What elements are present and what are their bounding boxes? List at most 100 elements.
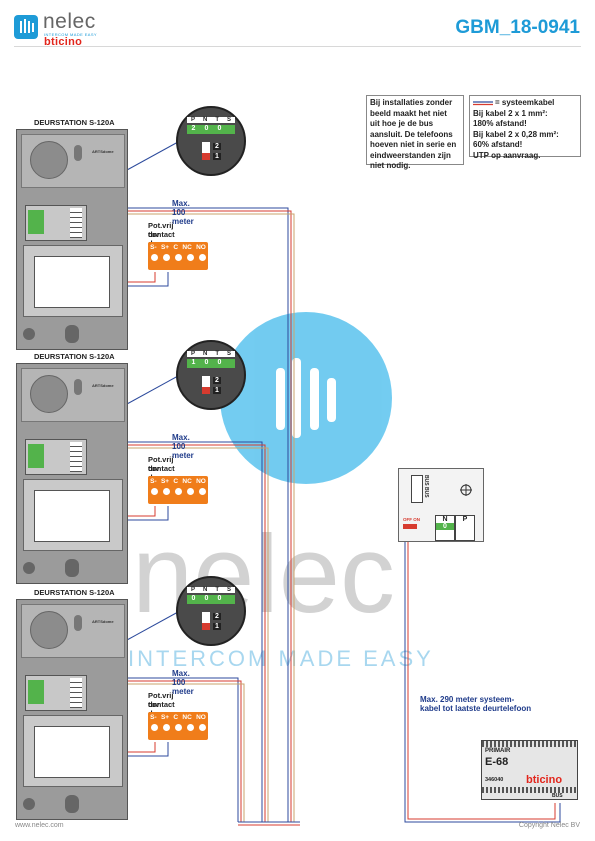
watermark-bars-icon <box>276 358 336 438</box>
cable-legend-title: = systeemkabel <box>495 98 555 107</box>
installation-note-line: beeld maakt het niet <box>370 108 447 118</box>
switch-label: 2 <box>213 377 221 384</box>
contact-terminal-block: S- S+ C NC NO <box>148 712 208 740</box>
terminal-block <box>25 439 87 475</box>
speaker-area: ARTSdome <box>21 134 125 188</box>
installation-note-line: uit hoe je de bus <box>370 119 434 128</box>
bus-wire-tan-3 <box>86 683 245 822</box>
terminal-label: S- <box>150 478 157 485</box>
terminal-label: NO <box>196 714 206 721</box>
psu-model: E-68 <box>485 756 509 768</box>
terminal-label: C <box>173 478 179 485</box>
jumper-value-n: 0 <box>204 359 209 366</box>
bus-wire-red-1 <box>86 210 292 822</box>
display-frame <box>23 245 123 317</box>
jumper-header: S <box>226 587 231 593</box>
phone-cell-label: N <box>442 516 448 523</box>
terminal-screws-icon <box>148 724 208 731</box>
jumper-value-p: 0 <box>191 595 196 602</box>
watermark-tagline: INTERCOM MADE EASY <box>128 646 434 671</box>
phone-terminal-label: BUS <box>423 487 429 498</box>
station-panel: ARTSdome <box>16 129 128 350</box>
terminal-screws-icon <box>148 254 208 261</box>
switch-label: 1 <box>213 387 221 394</box>
switch-label: 2 <box>213 613 221 620</box>
phone-terminal-block <box>411 475 423 503</box>
system-cable-label-line: Max. 290 meter systeem- <box>420 695 515 704</box>
station-panel: ARTSdome <box>16 599 128 820</box>
watermark-circle <box>220 312 392 484</box>
camera-icon <box>74 145 82 161</box>
bus-wire-blue-3 <box>86 677 239 822</box>
installation-note-box: Bij installaties zonder beeld maakt het … <box>366 95 464 170</box>
jumper-value-p: 1 <box>191 359 196 366</box>
psu-bottom-rail <box>482 787 577 793</box>
display-frame <box>23 715 123 787</box>
jumper-header: P <box>190 351 195 357</box>
contact-label-line: Pot.vrij contact <box>148 455 175 473</box>
screw-row-icon <box>70 442 82 472</box>
jumper-value-t: 0 <box>217 595 222 602</box>
speaker-area: ARTSdome <box>21 368 125 422</box>
display-frame <box>23 479 123 551</box>
speaker-area: ARTSdome <box>21 604 125 658</box>
jumper-header: T <box>215 587 219 593</box>
terminal-label: NC <box>182 244 192 251</box>
terminal-label: NO <box>196 244 206 251</box>
cable-legend-header: = systeemkabel <box>473 98 577 109</box>
bus-wire-blue-1 <box>86 207 289 822</box>
jumper-header: N <box>202 587 208 593</box>
contact-label-line: Pot.vrij contact <box>148 691 175 709</box>
bottom-knob-icon <box>23 328 35 340</box>
installation-note-line: eindweerstanden zijn <box>370 150 451 160</box>
station-panel: ARTSdome <box>16 363 128 584</box>
jumper-header: T <box>215 117 219 123</box>
jumper-header: T <box>215 351 219 357</box>
max-length-label: Max. 100 meter <box>172 433 194 460</box>
door-station-1: DEURSTATION S-120A ARTSdome Max. 100 met… <box>16 118 208 350</box>
jumper-value-t: 0 <box>217 359 222 366</box>
terminal-label: C <box>173 244 179 251</box>
phone-switch-label: OFF ON <box>403 517 420 522</box>
installation-note-line: hoeven niet in serie en <box>370 140 457 149</box>
logo-tagline: INTERCOM MADE EASY <box>44 32 97 37</box>
footer-copyright: Copyright Nelec BV <box>518 822 580 829</box>
bottom-knob-icon <box>23 562 35 574</box>
door-station-2: DEURSTATION S-120A ARTSdome Max. 100 met… <box>16 352 208 584</box>
system-cable-symbol-icon <box>473 101 493 106</box>
contact-terminal-block: S- S+ C NC NO <box>148 242 208 270</box>
installation-note-line: aansluit. De telefoons <box>370 129 453 139</box>
installation-note-line: niet nodig. <box>370 161 411 170</box>
cable-legend-line: UTP op aanvraag. <box>473 150 541 160</box>
display-window <box>34 490 110 542</box>
footer-website: www.nelec.com <box>15 822 64 829</box>
terminal-block <box>25 205 87 241</box>
screw-row-icon <box>70 208 82 238</box>
dip-switch-icon <box>202 376 210 394</box>
bus-wire-tan-1 <box>86 213 295 822</box>
display-window <box>34 726 110 778</box>
green-terminal-icon <box>28 444 44 468</box>
jumper-value-p: 2 <box>191 125 196 132</box>
psu-brand: bticino <box>526 774 563 786</box>
terminal-label: S- <box>150 714 157 721</box>
installation-note-line: Bij installaties zonder <box>370 98 453 107</box>
psu-part-number: 346040 <box>485 777 504 783</box>
dip-switch-icon <box>202 142 210 160</box>
bus-wire-tan-2 <box>86 447 269 822</box>
jumper-value-n: 0 <box>204 125 209 132</box>
jumper-value-t: 0 <box>217 125 222 132</box>
jumper-header: S <box>226 117 231 123</box>
watermark-word: nelec <box>132 513 395 636</box>
station-title: DEURSTATION S-120A <box>34 352 115 361</box>
cable-legend-line: Bij kabel 2 x 0,28 mm²: <box>473 129 559 139</box>
jumper-values-row: 1 0 0 <box>187 359 235 368</box>
bus-wire-blue-2 <box>86 441 263 822</box>
camera-icon <box>74 615 82 631</box>
bottom-slot-icon <box>65 559 79 577</box>
cable-legend-line: 180% afstand! <box>473 119 527 128</box>
